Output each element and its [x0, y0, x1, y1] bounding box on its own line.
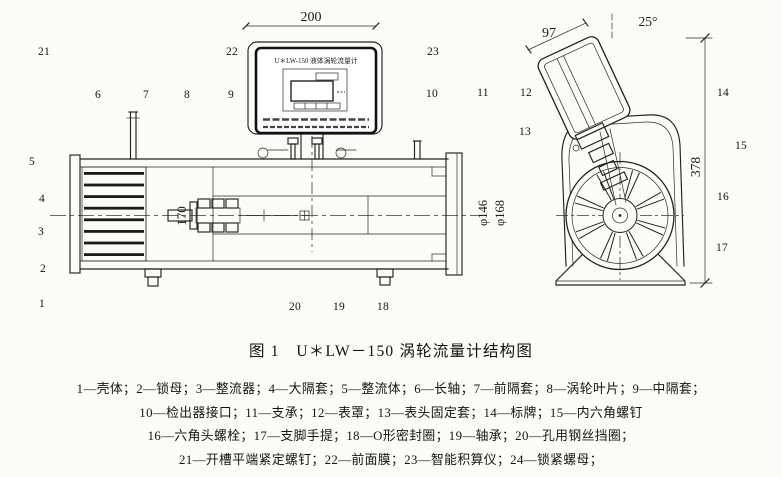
callout-11: 11 — [477, 87, 489, 99]
svg-text:25°: 25° — [639, 14, 658, 29]
side-view: U＊LW-150 液体涡轮流量计 200 170 — [50, 10, 507, 287]
callout-6: 6 — [94, 89, 102, 101]
callout-4: 4 — [38, 193, 46, 205]
callout-13: 13 — [518, 126, 532, 138]
legend-line-3: 16—六角头螺栓；17—支脚手提；18—O形密封圈；19—轴承；20—孔用钢丝挡… — [147, 429, 635, 443]
callout-3: 3 — [37, 226, 45, 238]
callout-20: 20 — [288, 301, 302, 313]
legend-line-2: 10—检出器接口；11—支承；12—表罩；13—表头固定套；14—标牌；15—内… — [139, 405, 643, 420]
svg-text:200: 200 — [301, 10, 322, 25]
meter-housing — [69, 152, 463, 276]
dimension-200: 200 — [242, 10, 380, 30]
dimension-97: 97 — [525, 18, 589, 54]
legend-line-4: 21—开槽平端紧定螺钉；22—前面膜；23—智能积算仪；24—锁紧螺母； — [179, 452, 603, 467]
callout-15: 15 — [734, 140, 748, 152]
callout-18: 18 — [376, 301, 390, 313]
dimension-170: 170 — [174, 206, 189, 226]
panel-title: U＊LW-150 液体涡轮流量计 — [274, 56, 357, 65]
callout-17: 17 — [715, 242, 729, 254]
detector-port — [412, 140, 422, 160]
callout-2: 2 — [39, 263, 47, 275]
dimension-phi146-phi168: φ146 φ168 — [476, 200, 507, 226]
flow-straightener — [81, 166, 147, 262]
end-view-panel — [537, 36, 631, 140]
end-view: 97 25° 378 — [525, 13, 713, 288]
figure-caption: 图 1 U＊LW－150 涡轮流量计结构图 — [248, 343, 534, 360]
totalizer-display: U＊LW-150 液体涡轮流量计 — [247, 41, 383, 135]
structure-drawing: U＊LW-150 液体涡轮流量计 200 170 — [50, 10, 713, 288]
display-stem — [257, 133, 357, 160]
callout-12: 12 — [519, 87, 533, 99]
dimension-378: 378 — [685, 33, 713, 288]
turbine-rotor — [167, 198, 310, 233]
callout-22: 22 — [225, 46, 239, 58]
callout-14: 14 — [716, 87, 730, 99]
dimension-25deg: 25° — [611, 13, 658, 41]
long-axis-pin — [126, 111, 140, 160]
callout-10: 10 — [425, 88, 439, 100]
callout-7: 7 — [142, 89, 150, 101]
callout-23: 23 — [426, 46, 440, 58]
callout-1: 1 — [38, 298, 46, 310]
drain-plug-right — [376, 268, 394, 286]
svg-text:φ168: φ168 — [493, 200, 507, 226]
head-stem-assembly — [572, 122, 629, 206]
drain-plug-left — [144, 268, 162, 287]
callout-21: 21 — [37, 46, 51, 58]
callout-16: 16 — [716, 191, 730, 203]
callout-5: 5 — [28, 156, 36, 168]
callout-8: 8 — [183, 89, 191, 101]
svg-text:378: 378 — [688, 157, 703, 178]
parts-legend: 1—壳体；2—锁母；3—整流器；4—大隔套；5—整流体；6—长轴；7—前隔套；8… — [0, 378, 782, 472]
svg-text:97: 97 — [542, 26, 556, 41]
flange-wheel — [556, 152, 684, 280]
legend-line-1: 1—壳体；2—锁母；3—整流器；4—大隔套；5—整流体；6—长轴；7—前隔套；8… — [76, 382, 706, 396]
callout-19: 19 — [332, 301, 346, 313]
callout-9: 9 — [227, 89, 235, 101]
svg-text:φ146: φ146 — [476, 200, 490, 226]
svg-text:170: 170 — [174, 206, 189, 226]
